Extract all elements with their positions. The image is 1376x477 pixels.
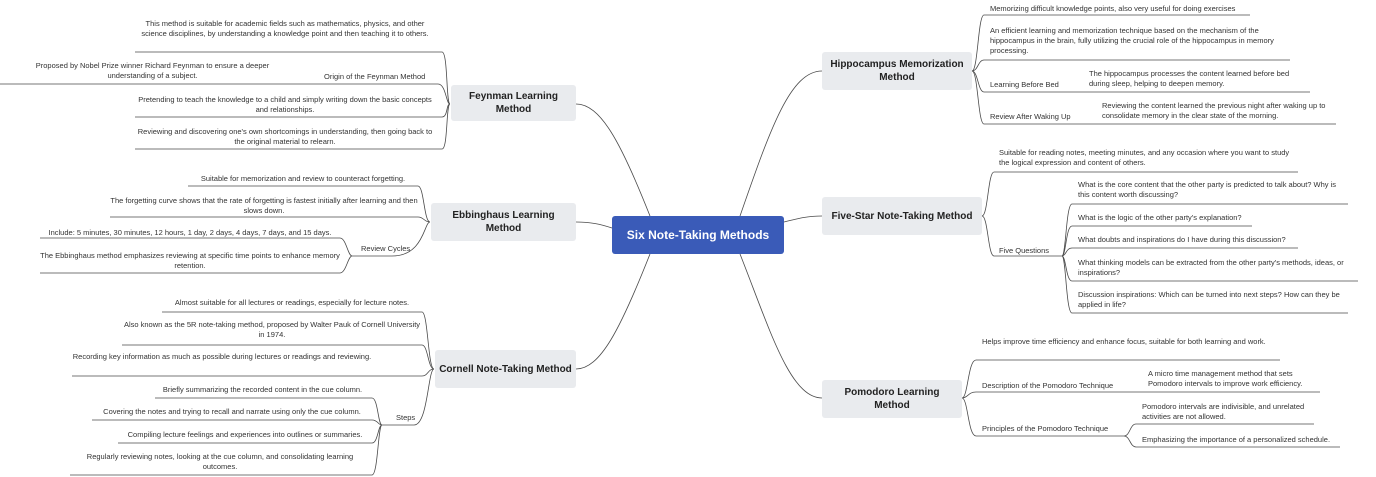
feynman-item: Pretending to teach the knowledge to a c… <box>138 95 432 114</box>
cornell-steps-label: Steps <box>396 413 416 422</box>
cornell-step: Briefly summarizing the recorded content… <box>162 385 363 394</box>
hippocampus-item: The hippocampus processes the content le… <box>1089 69 1290 88</box>
cornell-step: Regularly reviewing notes, looking at th… <box>86 452 354 471</box>
fivestar-node[interactable]: Five-Star Note-Taking Method <box>822 197 982 235</box>
cornell-item: Recording key information as much as pos… <box>72 352 372 361</box>
ebbinghaus-item: The Ebbinghaus method emphasizes reviewi… <box>40 251 340 270</box>
fivestar-questions-label: Five Questions <box>999 246 1050 255</box>
feynman-origin-label: Origin of the Feynman Method <box>324 72 426 81</box>
fivestar-question: What is the logic of the other party's e… <box>1078 213 1242 222</box>
cornell-step: Compiling lecture feelings and experienc… <box>127 430 363 439</box>
ebbinghaus-cycles-label: Review Cycles <box>361 244 411 253</box>
cornell-node[interactable]: Cornell Note-Taking Method <box>435 350 576 388</box>
ebbinghaus-item: Suitable for memorization and review to … <box>200 174 406 183</box>
fivestar-question: What doubts and inspirations do I have d… <box>1078 235 1286 244</box>
pomodoro-node[interactable]: Pomodoro Learning Method <box>822 380 962 418</box>
cornell-item: Almost suitable for all lectures or read… <box>174 298 410 307</box>
pomodoro-description-label: Description of the Pomodoro Technique <box>982 381 1114 390</box>
pomodoro-principles-label: Principles of the Pomodoro Technique <box>982 424 1109 433</box>
pomodoro-item: Pomodoro intervals are indivisible, and … <box>1142 402 1305 421</box>
hippocampus-wake-label: Review After Waking Up <box>990 112 1071 121</box>
fivestar-question: What is the core content that the other … <box>1078 180 1337 199</box>
hippocampus-item: An efficient learning and memorization t… <box>990 26 1274 55</box>
feynman-item: This method is suitable for academic fie… <box>141 19 429 38</box>
cornell-step: Covering the notes and trying to recall … <box>103 407 361 416</box>
feynman-item: Reviewing and discovering one's own shor… <box>137 127 433 146</box>
feynman-node[interactable]: Feynman Learning Method <box>451 85 576 121</box>
ebbinghaus-item: The forgetting curve shows that the rate… <box>110 196 418 215</box>
fivestar-question: What thinking models can be extracted fr… <box>1078 258 1344 277</box>
hippocampus-bed-label: Learning Before Bed <box>990 80 1059 89</box>
pomodoro-item: Emphasizing the importance of a personal… <box>1142 435 1331 444</box>
hippocampus-item: Memorizing difficult knowledge points, a… <box>990 4 1236 13</box>
ebbinghaus-node[interactable]: Ebbinghaus Learning Method <box>431 203 576 241</box>
fivestar-question: Discussion inspirations: Which can be tu… <box>1078 290 1340 309</box>
pomodoro-item: A micro time management method that sets… <box>1148 369 1303 388</box>
ebbinghaus-item: Include: 5 minutes, 30 minutes, 12 hours… <box>48 228 332 237</box>
pomodoro-item: Helps improve time efficiency and enhanc… <box>982 337 1266 346</box>
feynman-item: Proposed by Nobel Prize winner Richard F… <box>35 61 270 80</box>
fivestar-item: Suitable for reading notes, meeting minu… <box>999 148 1290 167</box>
cornell-item: Also known as the 5R note-taking method,… <box>123 320 421 339</box>
central-topic[interactable]: Six Note-Taking Methods <box>612 216 784 254</box>
hippocampus-item: Reviewing the content learned the previo… <box>1102 101 1326 120</box>
hippocampus-node[interactable]: Hippocampus Memorization Method <box>822 52 972 90</box>
